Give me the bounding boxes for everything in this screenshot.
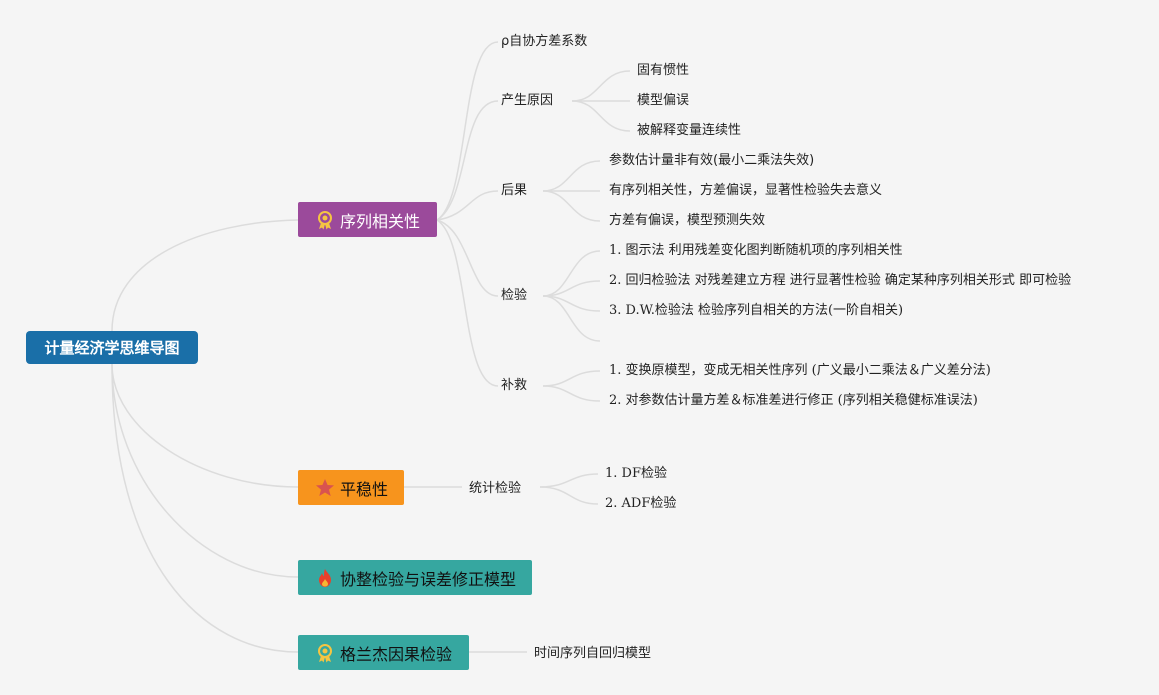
branch-stationarity[interactable]: 平稳性 [298,470,404,505]
leaf-stat-test[interactable]: 2. ADF检验 [605,496,677,511]
leaf-cause[interactable]: 固有惯性 [637,63,690,78]
leaf-effect[interactable]: 参数估计量非有效(最小二乘法失效) [609,153,815,168]
topic-tests[interactable]: 检验 [501,288,528,303]
branch-label: 平稳性 [340,479,389,499]
leaf-cause[interactable]: 被解释变量连续性 [637,123,742,138]
branch-cointegration[interactable]: 协整检验与误差修正模型 [298,560,532,595]
topic-causes[interactable]: 产生原因 [501,93,554,108]
topic-remedies[interactable]: 补救 [501,378,528,393]
root-node[interactable]: 计量经济学思维导图 [26,331,198,364]
leaf-remedy[interactable]: 2. 对参数估计量方差＆标准差进行修正 (序列相关稳健标准误法) [609,393,978,408]
leaf-test[interactable]: 2. 回归检验法 对残差建立方程 进行显著性检验 确定某种序列相关形式 即可检验 [609,273,1072,288]
topic-rho[interactable]: ρ自协方差系数 [501,34,588,49]
topic-effects[interactable]: 后果 [501,183,528,198]
star-icon [316,479,334,496]
flame-icon [319,569,331,587]
branch-label: 格兰杰因果检验 [340,644,453,664]
leaf-stat-test[interactable]: 1. DF检验 [605,466,667,481]
branch-label: 协整检验与误差修正模型 [340,569,517,589]
leaf-test[interactable]: 1. 图示法 利用残差变化图判断随机项的序列相关性 [609,243,903,258]
leaf-test[interactable]: 3. D.W.检验法 检验序列自相关的方法(一阶自相关) [609,303,904,318]
leaf-effect[interactable]: 方差有偏误，模型预测失效 [609,213,766,228]
leaf-cause[interactable]: 模型偏误 [637,93,690,108]
branch-label: 序列相关性 [340,211,421,231]
topic-stat-test[interactable]: 统计检验 [469,481,522,496]
award-ribbon-icon [318,644,332,663]
leaf-remedy[interactable]: 1. 变换原模型，变成无相关性序列 (广义最小二乘法＆广义差分法) [609,363,991,378]
topic-granger-child[interactable]: 时间序列自回归模型 [534,646,652,661]
branch-serial-correlation[interactable]: 序列相关性 [298,202,437,237]
branch-granger[interactable]: 格兰杰因果检验 [298,635,469,670]
leaf-effect[interactable]: 有序列相关性，方差偏误，显著性检验失去意义 [609,183,883,198]
award-ribbon-icon [318,211,332,230]
